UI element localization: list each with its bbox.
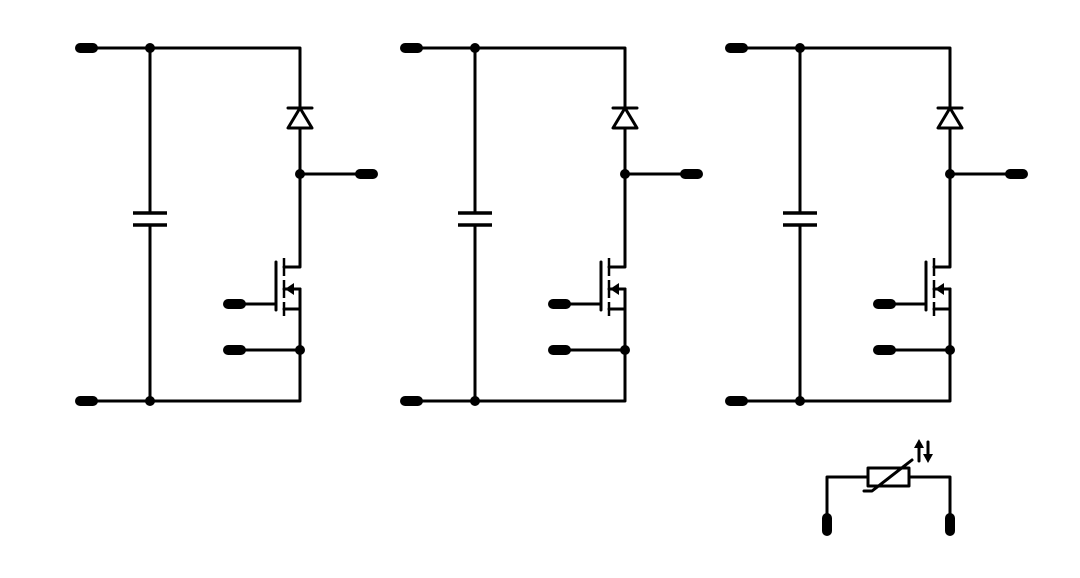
thermistor-lead-left: [825, 475, 870, 520]
thermistor-body: [866, 466, 911, 488]
thermistor-lead-right: [907, 475, 952, 520]
power-cell-2: [405, 43, 698, 406]
thermistor: [822, 439, 955, 536]
power-cell-1: [80, 43, 373, 406]
power-cell-3: [730, 43, 1023, 406]
temperature-arrows-icon: [914, 439, 933, 463]
thermistor-slash: [862, 458, 914, 493]
